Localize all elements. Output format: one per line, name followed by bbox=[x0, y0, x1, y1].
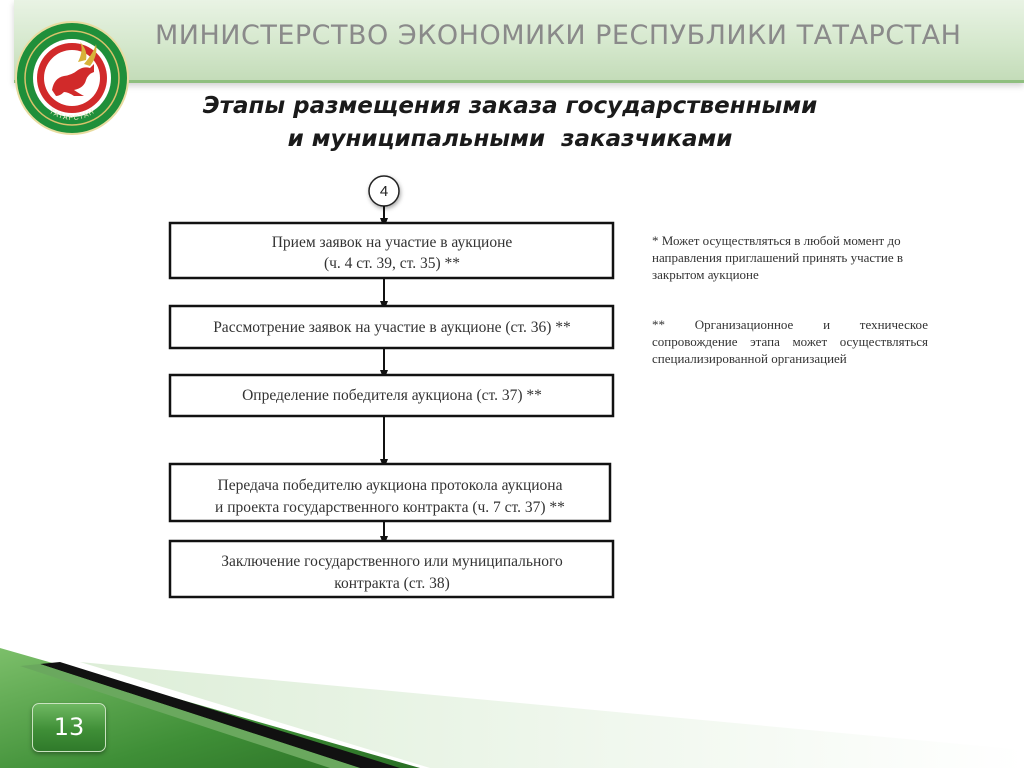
header-band bbox=[14, 0, 1024, 83]
node-winner: Определение победителя аукциона (ст. 37)… bbox=[168, 373, 615, 418]
node-contract: Заключение государственного или муниципа… bbox=[168, 539, 615, 599]
node-review: Рассмотрение заявок на участие в аукцион… bbox=[168, 304, 615, 350]
node-contract-line-1: Заключение государственного или муниципа… bbox=[221, 553, 563, 570]
slide-heading: Этапы размещения заказа государственными… bbox=[150, 90, 870, 156]
node-transfer-line-1: Передача победителю аукциона протокола а… bbox=[218, 477, 563, 494]
page-number-badge: 13 bbox=[32, 703, 106, 752]
bottom-decoration bbox=[0, 648, 1024, 768]
node-reception-line-1: Прием заявок на участие в аукционе bbox=[272, 234, 513, 251]
node-review-line-1: Рассмотрение заявок на участие в аукцион… bbox=[213, 319, 571, 336]
node-reception: Прием заявок на участие в аукционе (ч. 4… bbox=[168, 221, 615, 280]
step-number-label: 4 bbox=[380, 183, 388, 200]
node-winner-line-1: Определение победителя аукциона (ст. 37)… bbox=[242, 387, 542, 404]
node-transfer-line-2: и проекта государственного контракта (ч.… bbox=[215, 499, 565, 516]
ministry-title: МИНИСТЕРСТВО ЭКОНОМИКИ РЕСПУБЛИКИ ТАТАРС… bbox=[155, 20, 962, 51]
step-number-node: 4 bbox=[368, 175, 400, 207]
node-reception-line-2: (ч. 4 ст. 39, ст. 35) ** bbox=[324, 255, 460, 272]
tatarstan-emblem-icon: ТАТАРСТАН bbox=[15, 21, 129, 135]
footnote-double-asterisk: ** Организационное и техническое сопрово… bbox=[652, 317, 928, 366]
footnote-single-asterisk: * Может осуществляться в любой момент до… bbox=[652, 233, 903, 282]
heading-line-1: Этапы размещения заказа государственными bbox=[202, 93, 818, 119]
node-contract-line-2: контракта (ст. 38) bbox=[334, 575, 450, 592]
heading-line-2: и муниципальными заказчиками bbox=[287, 126, 733, 152]
node-transfer: Передача победителю аукциона протокола а… bbox=[168, 462, 612, 523]
